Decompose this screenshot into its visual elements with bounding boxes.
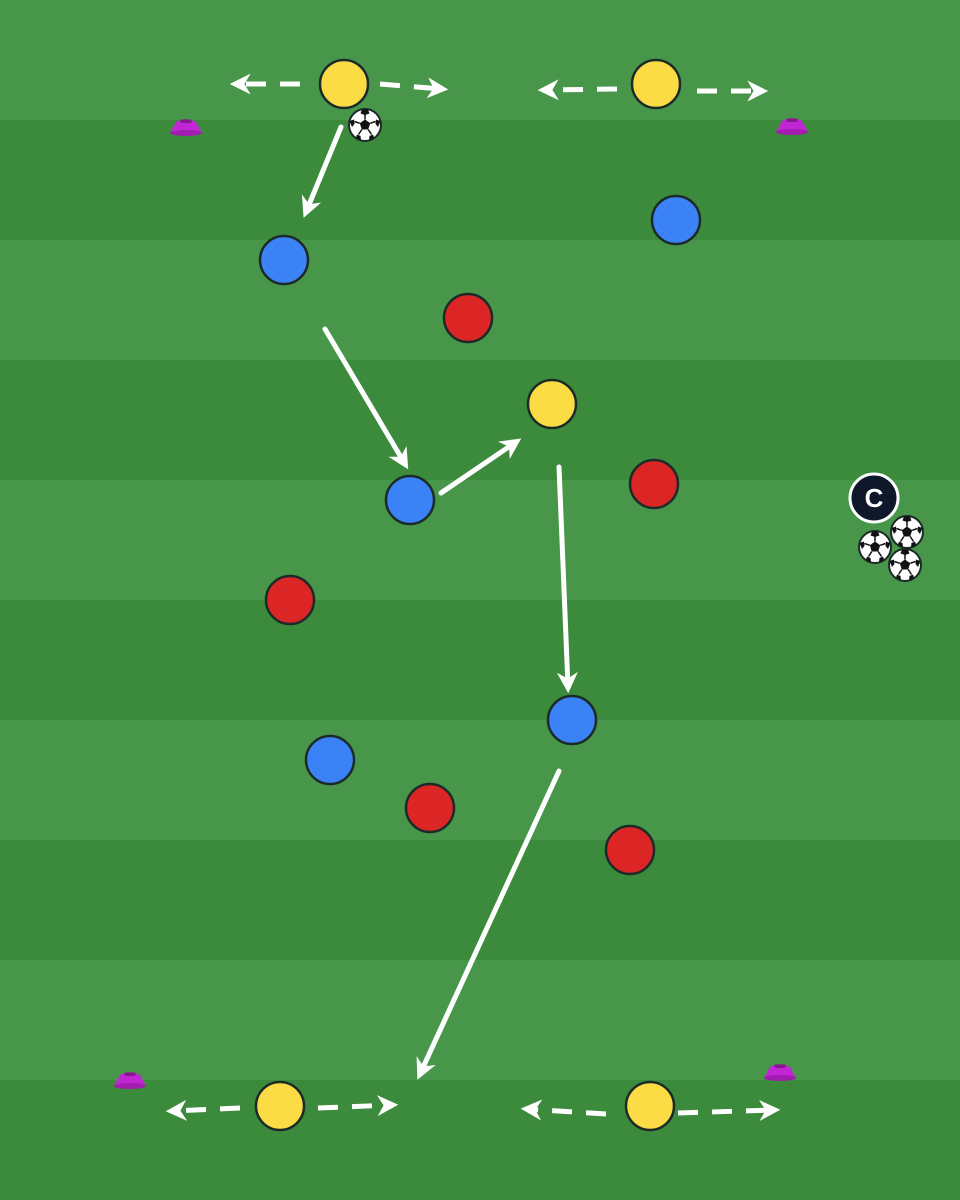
red-player [604,824,656,876]
move-arrow [317,1095,399,1117]
pass-arrow [438,438,522,496]
blue-player [650,194,702,246]
yellow-player [254,1080,306,1132]
pitch-stripe [0,480,960,600]
pass-arrow [416,768,562,1080]
blue-player [258,234,310,286]
move-arrow [379,77,449,99]
yellow-team [254,58,682,1132]
coach-label: C [865,483,884,513]
coach: C [848,472,900,524]
red-player [264,574,316,626]
blue-player [384,474,436,526]
yellow-player [526,378,578,430]
pitch-stripe [0,1080,960,1200]
pitch-stripe [0,120,960,240]
soccer-ball-icon [858,530,892,564]
pass-arrow [556,464,578,694]
yellow-player [624,1080,676,1132]
blue-player [304,734,356,786]
coach-icon [848,472,900,524]
move-arrow [537,79,618,101]
pass-arrow [301,124,344,218]
pitch-stripe [0,600,960,720]
blue-player [546,694,598,746]
yellow-player [630,58,682,110]
blue-team [258,194,702,786]
pitch-stripe [0,720,960,840]
red-player [442,292,494,344]
soccer-ball-icon [890,515,924,549]
move-arrow [677,1099,781,1121]
pass-arrows [301,124,578,1080]
yellow-player [318,58,370,110]
pitch-stripe [0,360,960,480]
pass-arrow [322,326,409,470]
pitch-stripe [0,960,960,1080]
red-team [264,292,680,876]
red-player [628,458,680,510]
move-arrow [520,1099,607,1121]
pitch-stripe [0,0,960,120]
red-player [404,782,456,834]
move-arrow [165,1099,241,1121]
soccer-ball-icon [888,548,922,582]
movement-arrows [165,73,781,1121]
soccer-ball-icon [348,108,382,142]
